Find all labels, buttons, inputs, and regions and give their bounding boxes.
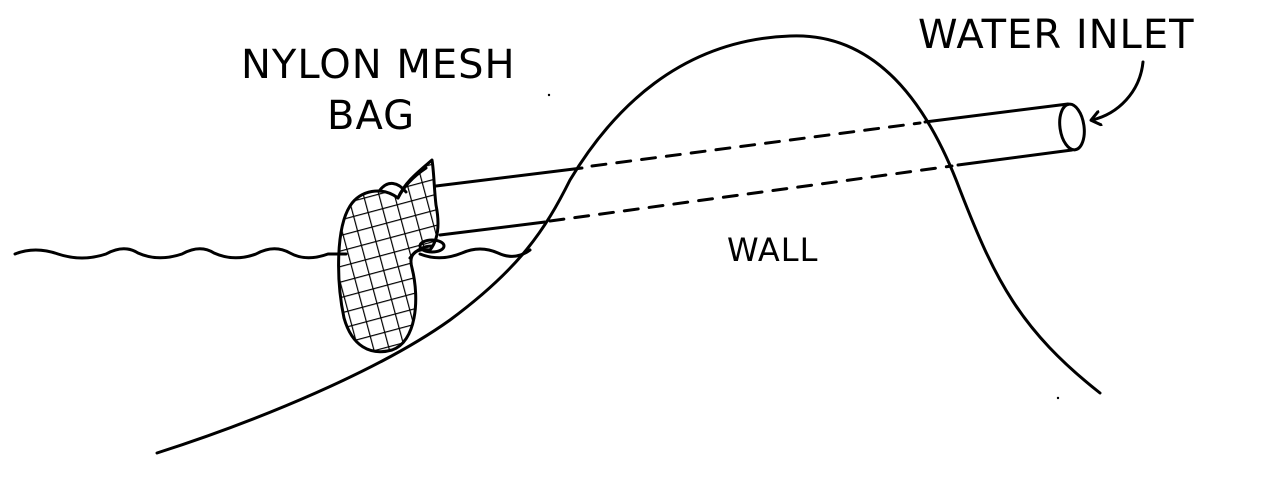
bag-label-line2: BAG bbox=[327, 93, 415, 139]
water-surface bbox=[13, 247, 532, 260]
speck bbox=[547, 93, 551, 97]
pipe-bottom-edge-left bbox=[438, 220, 547, 237]
inlet-label: WATER INLET bbox=[918, 12, 1195, 58]
pipe-top-edge-hidden bbox=[590, 121, 922, 168]
mesh-bag bbox=[337, 158, 446, 354]
wall-label: WALL bbox=[727, 231, 818, 269]
speck bbox=[1056, 396, 1060, 400]
pipe-top-edge-left bbox=[434, 166, 584, 188]
pipe-top-edge-right bbox=[923, 102, 1070, 124]
bag-label-line1: NYLON MESH bbox=[241, 42, 516, 88]
inlet-arrow bbox=[1092, 60, 1145, 120]
pipe-bottom-edge-right bbox=[956, 148, 1074, 167]
pipe-opening bbox=[1058, 102, 1086, 152]
pipe-bottom-edge-hidden bbox=[548, 164, 954, 223]
wall-outline bbox=[155, 34, 1102, 455]
